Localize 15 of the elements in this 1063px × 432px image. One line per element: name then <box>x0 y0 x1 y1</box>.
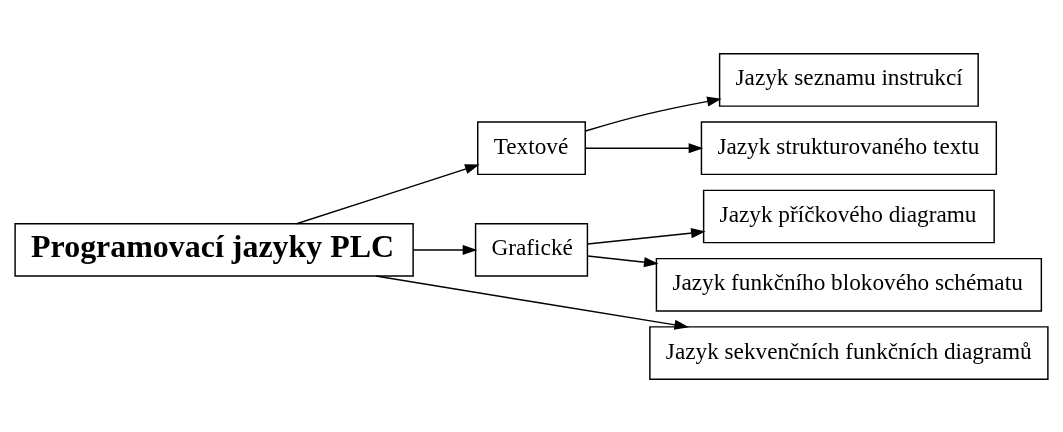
node-box: Grafické <box>474 222 589 277</box>
node-box: Jazyk strukturovaného textu <box>700 120 998 175</box>
arrow <box>587 254 659 267</box>
node-box: Jazyk seznamu instrukcí <box>718 52 979 107</box>
arrow <box>584 95 722 132</box>
arrow <box>587 227 706 245</box>
arrow <box>375 274 689 330</box>
node-box: Textové <box>477 120 586 175</box>
node-box: Programovací jazyky PLC <box>14 222 414 277</box>
node-box: Jazyk sekvenčních funkčních diagramů <box>649 325 1049 380</box>
arrow <box>295 163 480 224</box>
arrow <box>584 142 704 153</box>
node-box: Jazyk funkčního blokového schématu <box>655 257 1043 312</box>
arrow <box>412 244 478 255</box>
node-box: Jazyk příčkového diagramu <box>702 189 995 243</box>
